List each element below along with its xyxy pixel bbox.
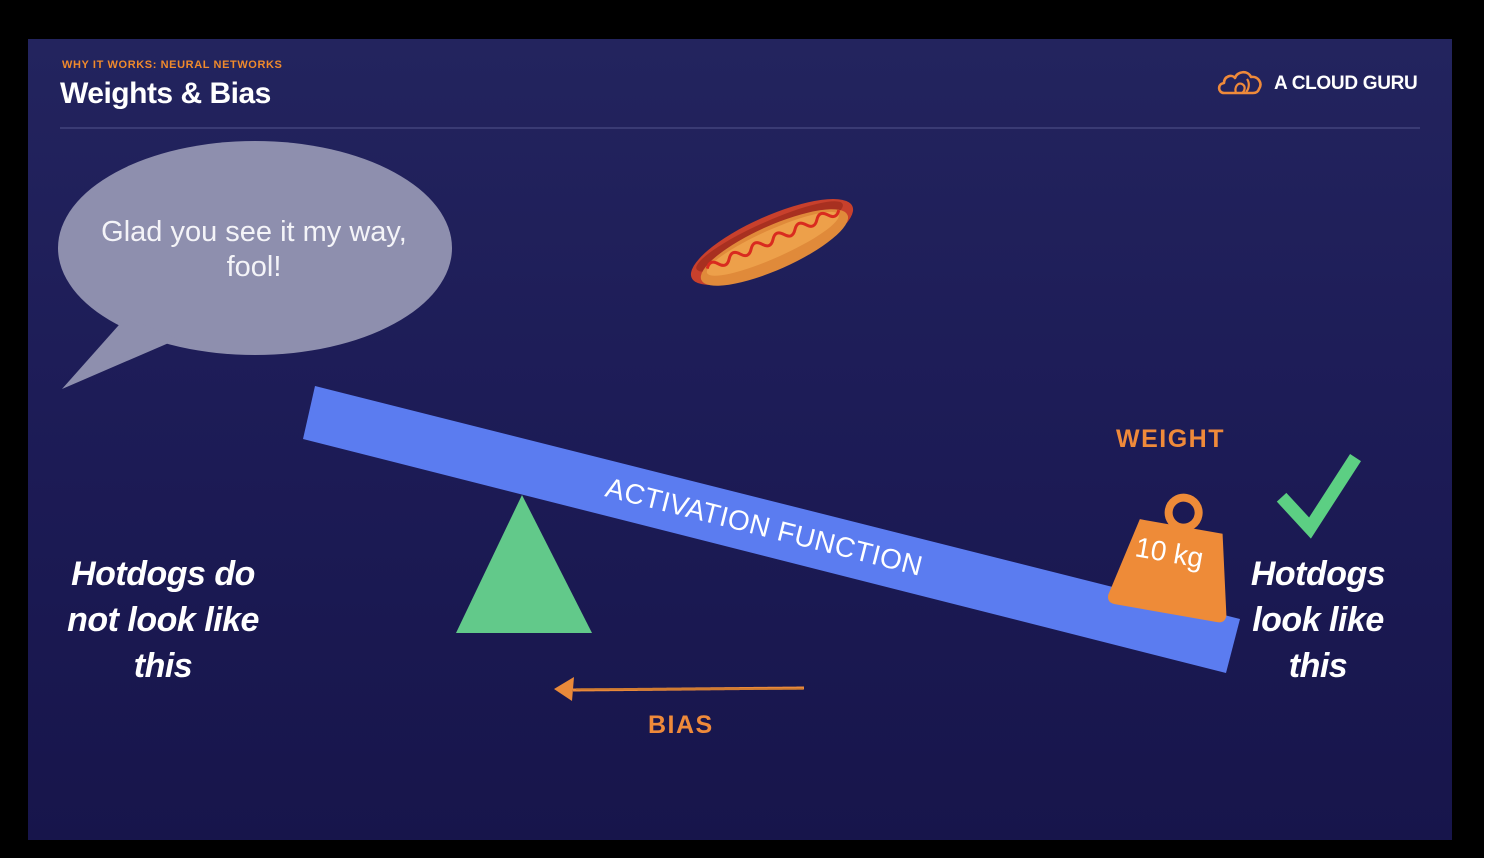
seesaw-beam (303, 386, 1240, 673)
arrow-left-icon (554, 677, 805, 701)
cloud-logo-icon (1216, 67, 1264, 102)
adjacent-window-edge (1484, 0, 1490, 858)
right-statement-line: Hotdogs (1250, 555, 1386, 593)
brand-logo: A CLOUD GURU (1216, 67, 1418, 102)
seesaw-illustration: ACTIVATION FUNCTION 10 kg (58, 141, 1361, 701)
slide: WHY IT WORKS: NEURAL NETWORKS Weights & … (28, 39, 1452, 840)
speech-line: fool! (226, 251, 282, 283)
weight-label: WEIGHT (1116, 425, 1225, 453)
right-statement: Hotdogs look like this (1228, 551, 1408, 689)
left-statement-line: not look like (67, 601, 259, 639)
page-title: Weights & Bias (60, 77, 271, 110)
hotdog-icon (690, 199, 854, 286)
slide-eyebrow: WHY IT WORKS: NEURAL NETWORKS (62, 59, 283, 71)
header-divider (60, 127, 1420, 129)
weight-icon (1108, 493, 1227, 623)
bias-label: BIAS (648, 711, 714, 739)
right-statement-line: look like (1252, 601, 1384, 639)
brand-name: A CLOUD GURU (1274, 73, 1418, 94)
speech-bubble (58, 141, 452, 389)
right-statement-line: this (1288, 647, 1348, 685)
speech-line: Glad you see it my way, (101, 216, 407, 248)
left-statement-line: Hotdogs do (71, 555, 255, 593)
left-statement: Hotdogs do not look like this (48, 551, 278, 689)
speech-bubble-text: Glad you see it my way, fool! (80, 215, 428, 285)
left-statement-line: this (133, 647, 193, 685)
checkmark-icon (1276, 454, 1361, 539)
fulcrum-triangle-icon (456, 495, 592, 633)
